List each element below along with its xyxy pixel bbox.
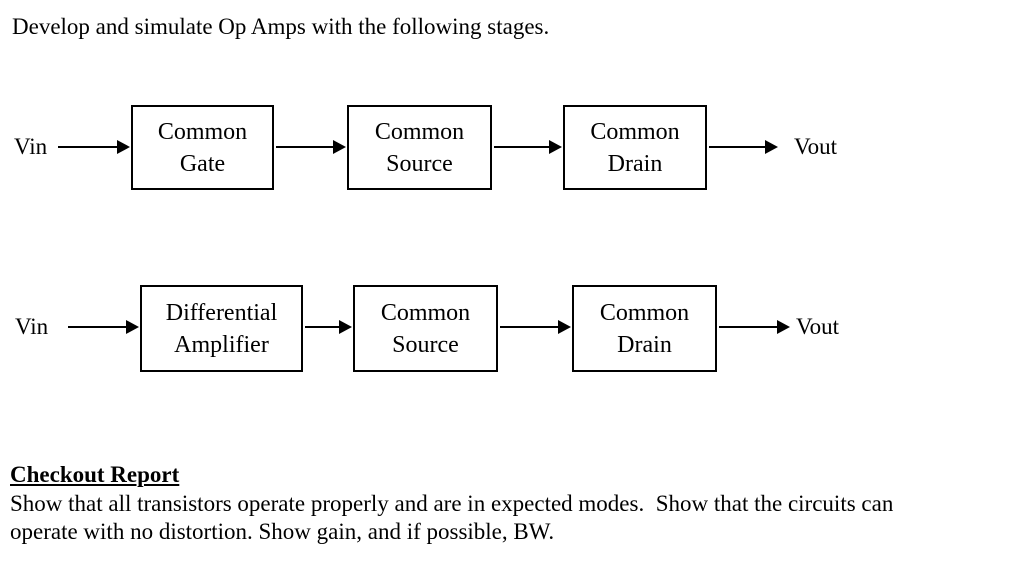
flow-arrow-icon: [58, 140, 130, 154]
stage-box-common-source-1: Common Source: [347, 105, 492, 190]
flow-arrow-icon: [709, 140, 778, 154]
flow-arrow-icon: [68, 320, 139, 334]
flow-arrow-icon: [494, 140, 562, 154]
stage-box-common-drain-2: Common Drain: [572, 285, 717, 372]
page-title: Develop and simulate Op Amps with the fo…: [12, 14, 550, 39]
stage-box-common-drain-1: Common Drain: [563, 105, 707, 190]
output-label-vout-2: Vout: [796, 314, 840, 339]
stage-box-differential-amplifier: Differential Amplifier: [140, 285, 303, 372]
flow-arrow-icon: [305, 320, 352, 334]
input-label-vin-1: Vin: [14, 134, 48, 159]
flow-arrow-icon: [719, 320, 790, 334]
stage-box-common-source-2: Common Source: [353, 285, 498, 372]
checkout-report-heading: Checkout Report: [10, 462, 180, 487]
stage-box-common-gate: Common Gate: [131, 105, 274, 190]
flow-arrow-icon: [276, 140, 346, 154]
output-label-vout-1: Vout: [794, 134, 838, 159]
flow-arrow-icon: [500, 320, 571, 334]
checkout-report-body: Show that all transistors operate proper…: [10, 491, 894, 544]
input-label-vin-2: Vin: [15, 314, 49, 339]
